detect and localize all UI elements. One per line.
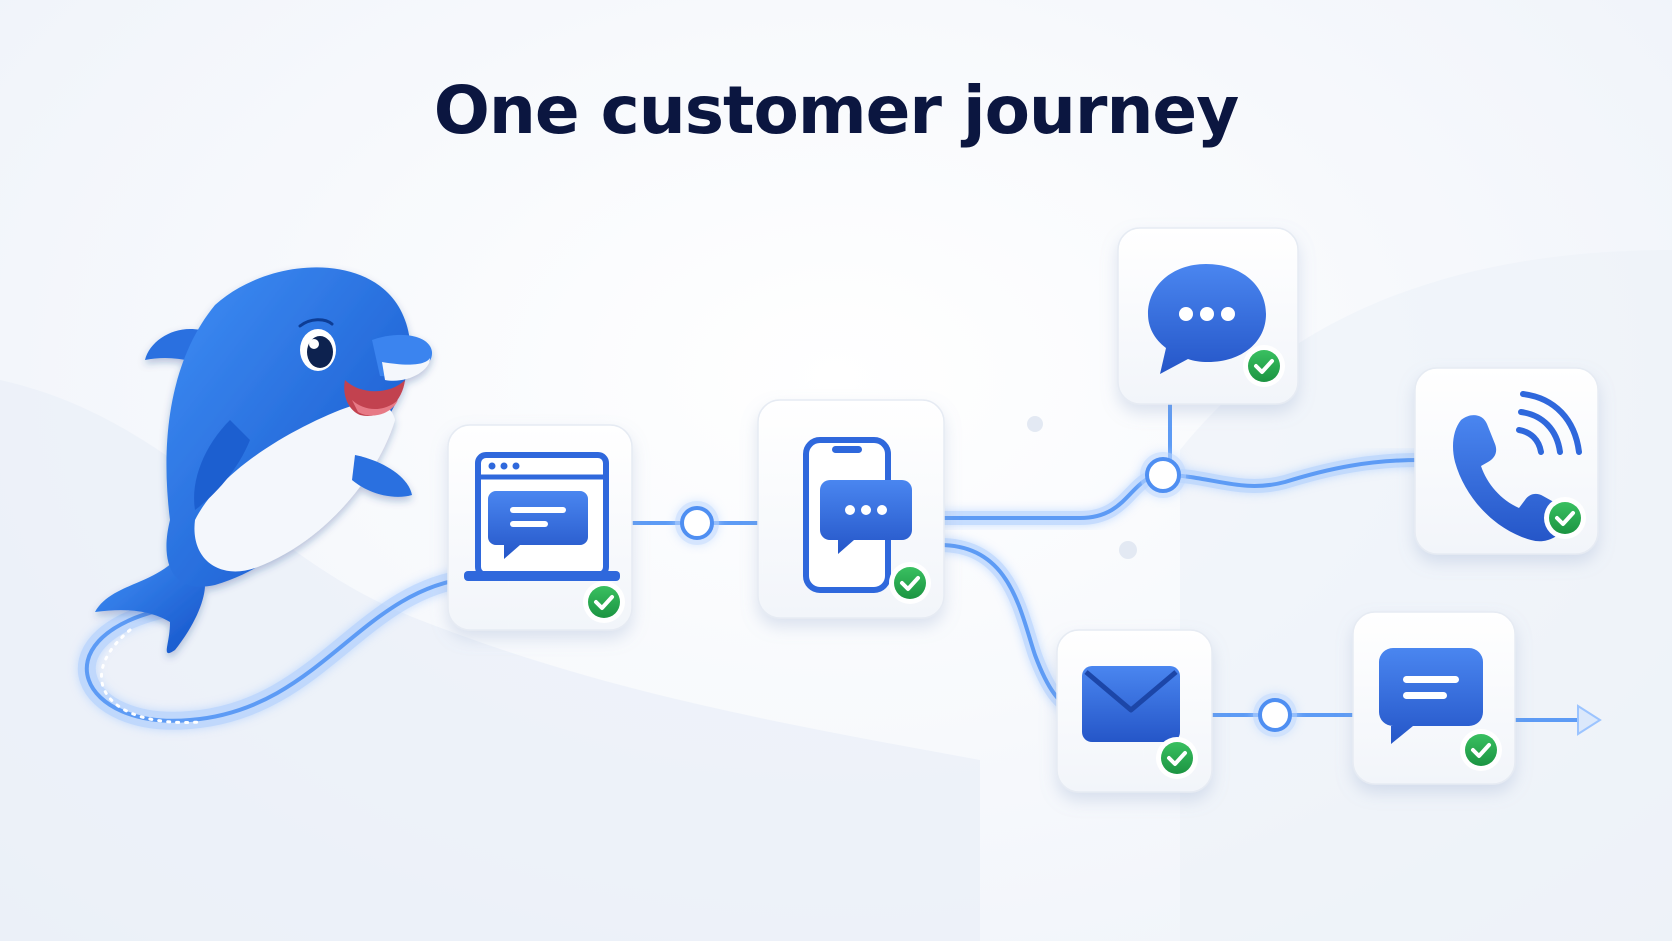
speech-bubble-dots-icon: [1148, 264, 1266, 374]
channel-card-mobile-chat[interactable]: [757, 399, 945, 619]
check-badge-icon: [1544, 497, 1586, 539]
check-badge-icon: [1156, 737, 1198, 779]
channel-card-voice-call[interactable]: [1414, 367, 1599, 555]
dolphin-mascot: [95, 267, 433, 654]
phone-call-icon: [1453, 391, 1582, 542]
envelope-icon: [1082, 666, 1180, 742]
check-badge-icon: [583, 581, 625, 623]
channel-card-messaging[interactable]: [1117, 227, 1299, 405]
path-node-branch: [1140, 452, 1186, 498]
background-dot: [1119, 541, 1137, 559]
phone-chat-icon: [803, 437, 912, 593]
journey-end-arrow: [1577, 704, 1602, 736]
channel-card-email[interactable]: [1056, 629, 1213, 793]
path-node: [675, 501, 719, 545]
check-badge-icon: [889, 562, 931, 604]
path-node: [1253, 693, 1297, 737]
channel-card-web-chat[interactable]: [447, 424, 633, 631]
channel-card-chat-message[interactable]: [1352, 611, 1516, 785]
chat-lines-icon: [1379, 648, 1483, 744]
page-title: One customer journey: [433, 72, 1239, 149]
background-dot: [1027, 416, 1043, 432]
laptop-chat-icon: [464, 452, 620, 581]
check-badge-icon: [1460, 729, 1502, 771]
check-badge-icon: [1243, 345, 1285, 387]
